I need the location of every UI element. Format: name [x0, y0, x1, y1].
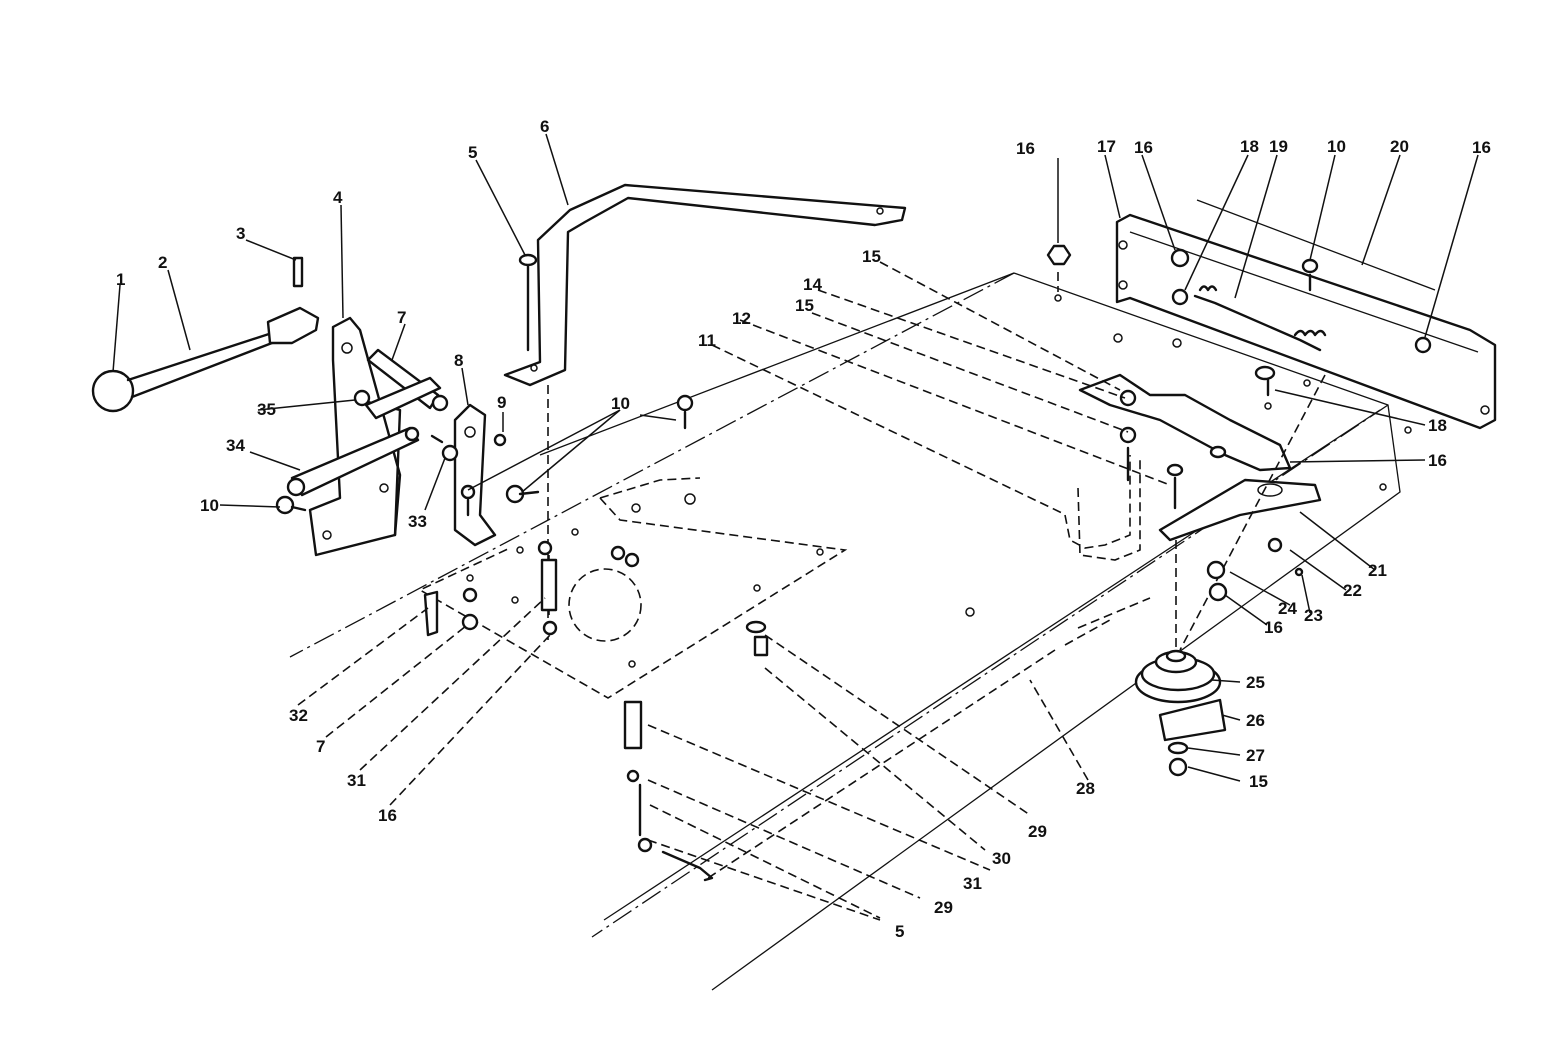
callout-21: 21 [1368, 561, 1387, 580]
callout-5: 5 [468, 143, 477, 162]
callout-24: 24 [1278, 599, 1297, 618]
callout-18-a: 18 [1240, 137, 1259, 156]
callout-15-c: 15 [1249, 772, 1268, 791]
callout-32: 32 [289, 706, 308, 725]
upright-bracket [453, 403, 507, 547]
callout-16-d: 16 [1428, 451, 1447, 470]
callout-10-top: 10 [611, 394, 630, 413]
idler-pulley [1134, 374, 1326, 777]
callout-9: 9 [497, 393, 506, 412]
callout-23: 23 [1304, 606, 1323, 625]
callout-8: 8 [454, 351, 463, 370]
callout-10-right-top: 10 [1327, 137, 1346, 156]
fasteners [275, 244, 1432, 602]
callout-2: 2 [158, 253, 167, 272]
sub-plate [418, 477, 848, 699]
callout-25: 25 [1246, 673, 1265, 692]
callout-31-b: 31 [347, 771, 366, 790]
tension-rod [1064, 455, 1141, 561]
callout-26: 26 [1246, 711, 1265, 730]
callout-34: 34 [226, 436, 245, 455]
link-arm [286, 426, 420, 497]
callout-7-b: 7 [316, 737, 325, 756]
callout-3: 3 [236, 224, 245, 243]
callout-16-e: 16 [1264, 618, 1283, 637]
callout-1: 1 [116, 270, 125, 289]
callout-27: 27 [1246, 746, 1265, 765]
callout-16-a: 16 [1016, 139, 1035, 158]
control-lever [91, 256, 320, 413]
callout-5-b: 5 [895, 922, 904, 941]
callout-29-b: 29 [934, 898, 953, 917]
tension-spring [1193, 285, 1327, 352]
callout-16-f: 16 [378, 806, 397, 825]
callout-18-b: 18 [1428, 416, 1447, 435]
callout-7: 7 [397, 308, 406, 327]
callout-31-a: 31 [963, 874, 982, 893]
callout-30: 30 [992, 849, 1011, 868]
callout-33: 33 [408, 512, 427, 531]
callout-16-b: 16 [1134, 138, 1153, 157]
callout-12: 12 [732, 309, 751, 328]
callout-35: 35 [257, 400, 276, 419]
callout-labels: 1 2 3 4 5 6 7 8 9 10 10 10 10 11 12 14 1… [116, 117, 1491, 941]
callout-19: 19 [1269, 137, 1288, 156]
callout-22: 22 [1343, 581, 1362, 600]
lever-bracket [308, 316, 402, 557]
rear-rail [1115, 199, 1497, 430]
leader-lines [112, 133, 1479, 782]
callout-15-b: 15 [795, 296, 814, 315]
callout-28: 28 [1076, 779, 1095, 798]
lower-hardware [423, 540, 1151, 921]
callout-17: 17 [1097, 137, 1116, 156]
callout-4: 4 [333, 188, 343, 207]
callout-20: 20 [1390, 137, 1409, 156]
brace-bar [503, 183, 907, 640]
callout-29-a: 29 [1028, 822, 1047, 841]
callout-10-left: 10 [200, 496, 219, 515]
callout-15-a: 15 [862, 247, 881, 266]
lower-leader-lines [297, 597, 1089, 806]
callout-6: 6 [540, 117, 549, 136]
callout-16-c: 16 [1472, 138, 1491, 157]
callout-14: 14 [803, 275, 822, 294]
callout-11: 11 [698, 331, 716, 350]
idler-bracket [1078, 373, 1322, 542]
pivot-shaft [364, 348, 449, 420]
